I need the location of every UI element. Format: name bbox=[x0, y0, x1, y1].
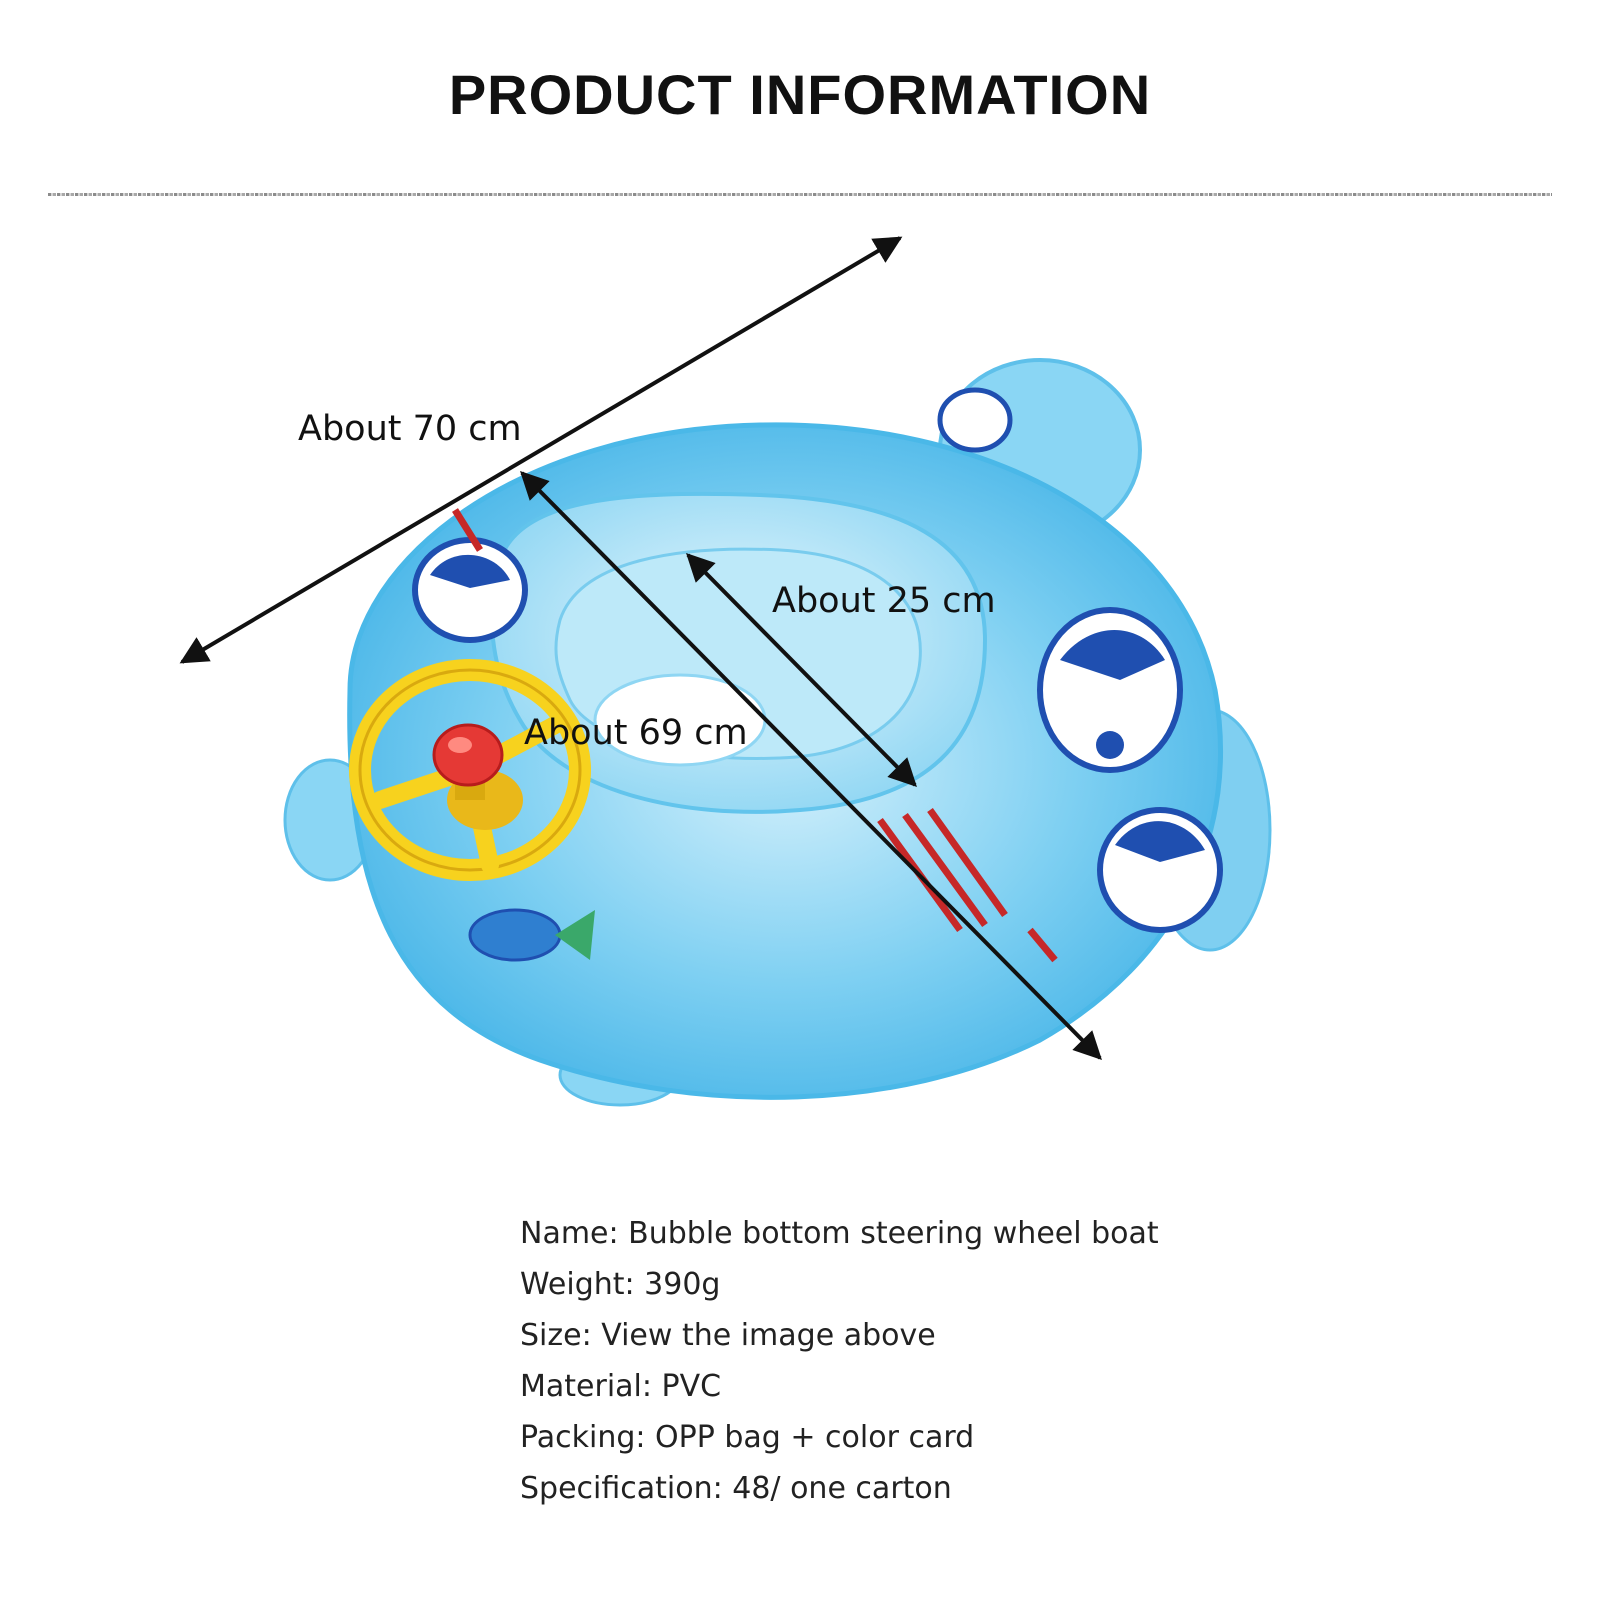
horn-button-icon bbox=[432, 723, 504, 800]
page-title: PRODUCT INFORMATION bbox=[448, 63, 1152, 126]
spec-name: Name: Bubble bottom steering wheel boat bbox=[520, 1216, 1159, 1251]
dimension-arrow-seat bbox=[686, 553, 917, 787]
dimension-label-seat: About 25 cm bbox=[772, 581, 996, 621]
shark-icon bbox=[1037, 607, 1183, 773]
spec-material: Material: PVC bbox=[520, 1369, 722, 1404]
spec-weight: Weight: 390g bbox=[520, 1267, 721, 1302]
divider-line bbox=[48, 193, 1552, 196]
spec-list: Name: Bubble bottom steering wheel boat … bbox=[520, 1208, 1159, 1514]
shark-icon bbox=[412, 537, 528, 643]
spec-size: Size: View the image above bbox=[520, 1318, 936, 1353]
dimension-arrow-diagonal bbox=[179, 236, 903, 664]
spec-packing: Packing: OPP bag + color card bbox=[520, 1420, 975, 1455]
dimension-label-diagonal: About 70 cm bbox=[298, 409, 522, 449]
shark-icon bbox=[1097, 807, 1223, 933]
spec-specification: Specification: 48/ one carton bbox=[520, 1471, 952, 1506]
dimension-label-length: About 69 cm bbox=[524, 713, 748, 753]
shark-icon bbox=[937, 387, 1013, 453]
